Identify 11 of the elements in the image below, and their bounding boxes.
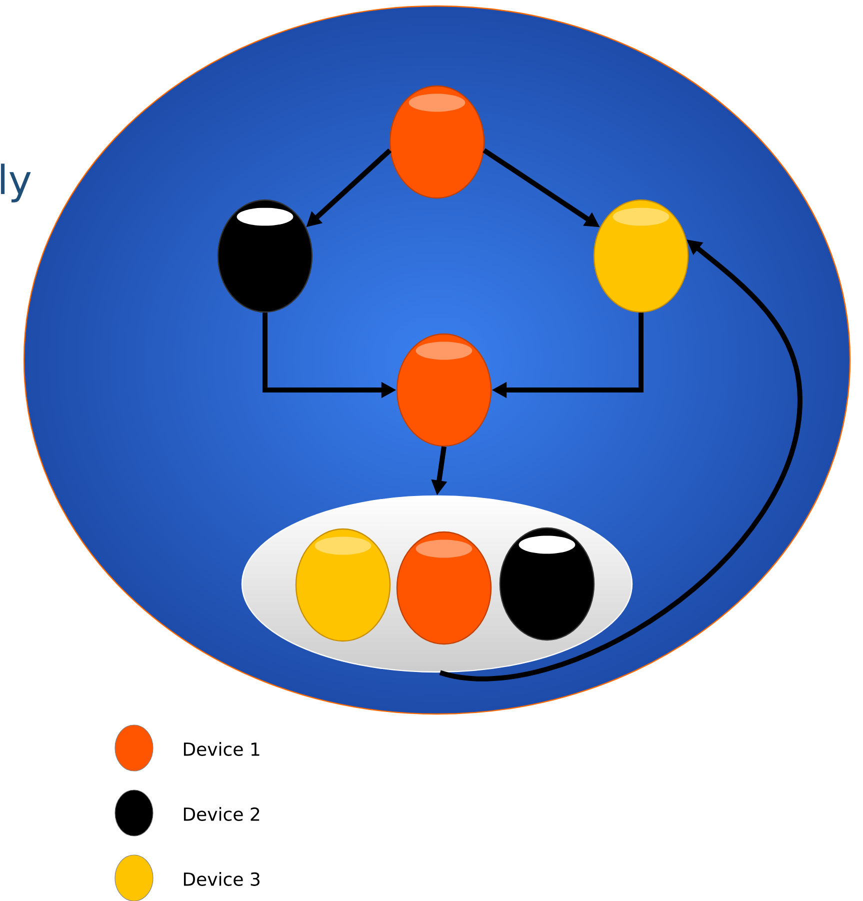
device-oval — [295, 528, 391, 642]
device-oval — [499, 527, 595, 641]
device-oval — [389, 85, 485, 199]
device-oval — [217, 199, 313, 313]
device-oval — [593, 199, 689, 313]
partial-heading: ly — [0, 164, 31, 202]
legend-label: Device 1 — [184, 742, 260, 756]
device-oval — [396, 333, 492, 447]
legend-label: Device 2 — [184, 807, 260, 821]
legend-label: Device 3 — [184, 872, 260, 886]
device-oval — [396, 531, 492, 645]
